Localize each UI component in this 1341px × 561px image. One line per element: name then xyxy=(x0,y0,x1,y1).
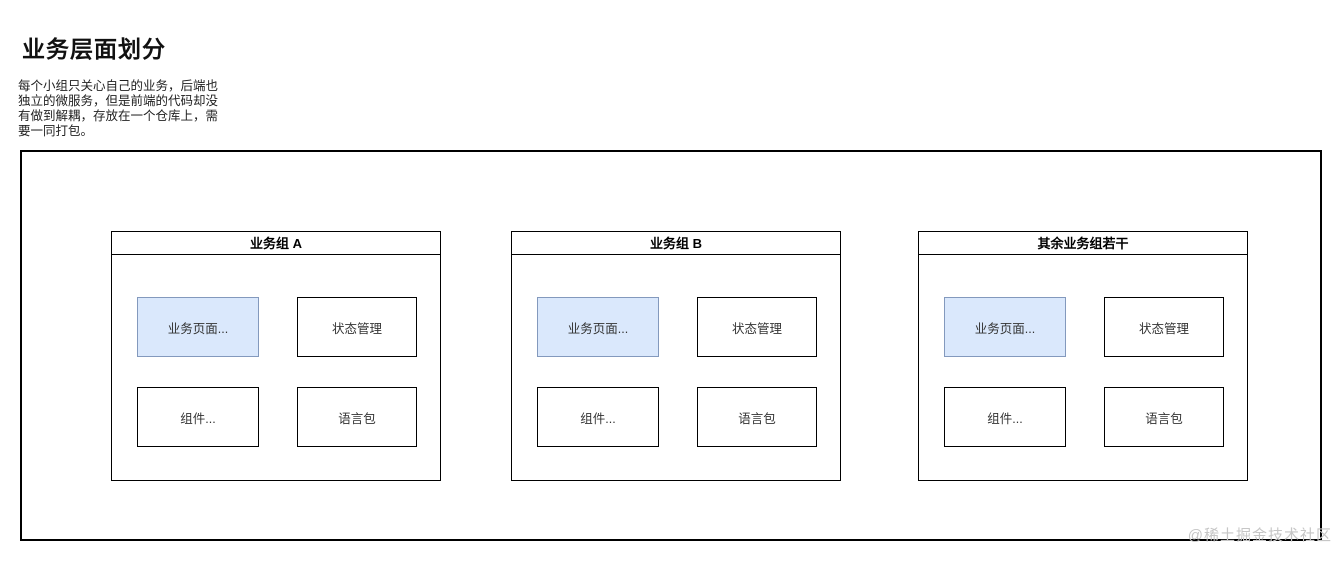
node-language-pack: 语言包 xyxy=(697,387,817,447)
node-business-pages: 业务页面... xyxy=(537,297,659,357)
node-language-pack: 语言包 xyxy=(297,387,417,447)
diagram-canvas: 业务组 A 业务页面... 状态管理 组件... 语言包 业务组 B 业务页面.… xyxy=(20,150,1322,541)
node-business-pages: 业务页面... xyxy=(137,297,259,357)
node-state-management: 状态管理 xyxy=(697,297,817,357)
group-title: 业务组 B xyxy=(512,232,840,255)
page-title: 业务层面划分 xyxy=(22,36,166,62)
node-state-management: 状态管理 xyxy=(1104,297,1224,357)
group-title: 其余业务组若干 xyxy=(919,232,1247,255)
group-box-business-b: 业务组 B 业务页面... 状态管理 组件... 语言包 xyxy=(511,231,841,481)
watermark: @稀土掘金技术社区 xyxy=(1187,527,1332,544)
node-components: 组件... xyxy=(537,387,659,447)
node-components: 组件... xyxy=(137,387,259,447)
node-language-pack: 语言包 xyxy=(1104,387,1224,447)
group-title: 业务组 A xyxy=(112,232,440,255)
node-state-management: 状态管理 xyxy=(297,297,417,357)
node-business-pages: 业务页面... xyxy=(944,297,1066,357)
node-components: 组件... xyxy=(944,387,1066,447)
page-description: 每个小组只关心自己的业务，后端也独立的微服务，但是前端的代码却没有做到解耦，存放… xyxy=(18,79,219,138)
group-box-other-groups: 其余业务组若干 业务页面... 状态管理 组件... 语言包 xyxy=(918,231,1248,481)
group-box-business-a: 业务组 A 业务页面... 状态管理 组件... 语言包 xyxy=(111,231,441,481)
